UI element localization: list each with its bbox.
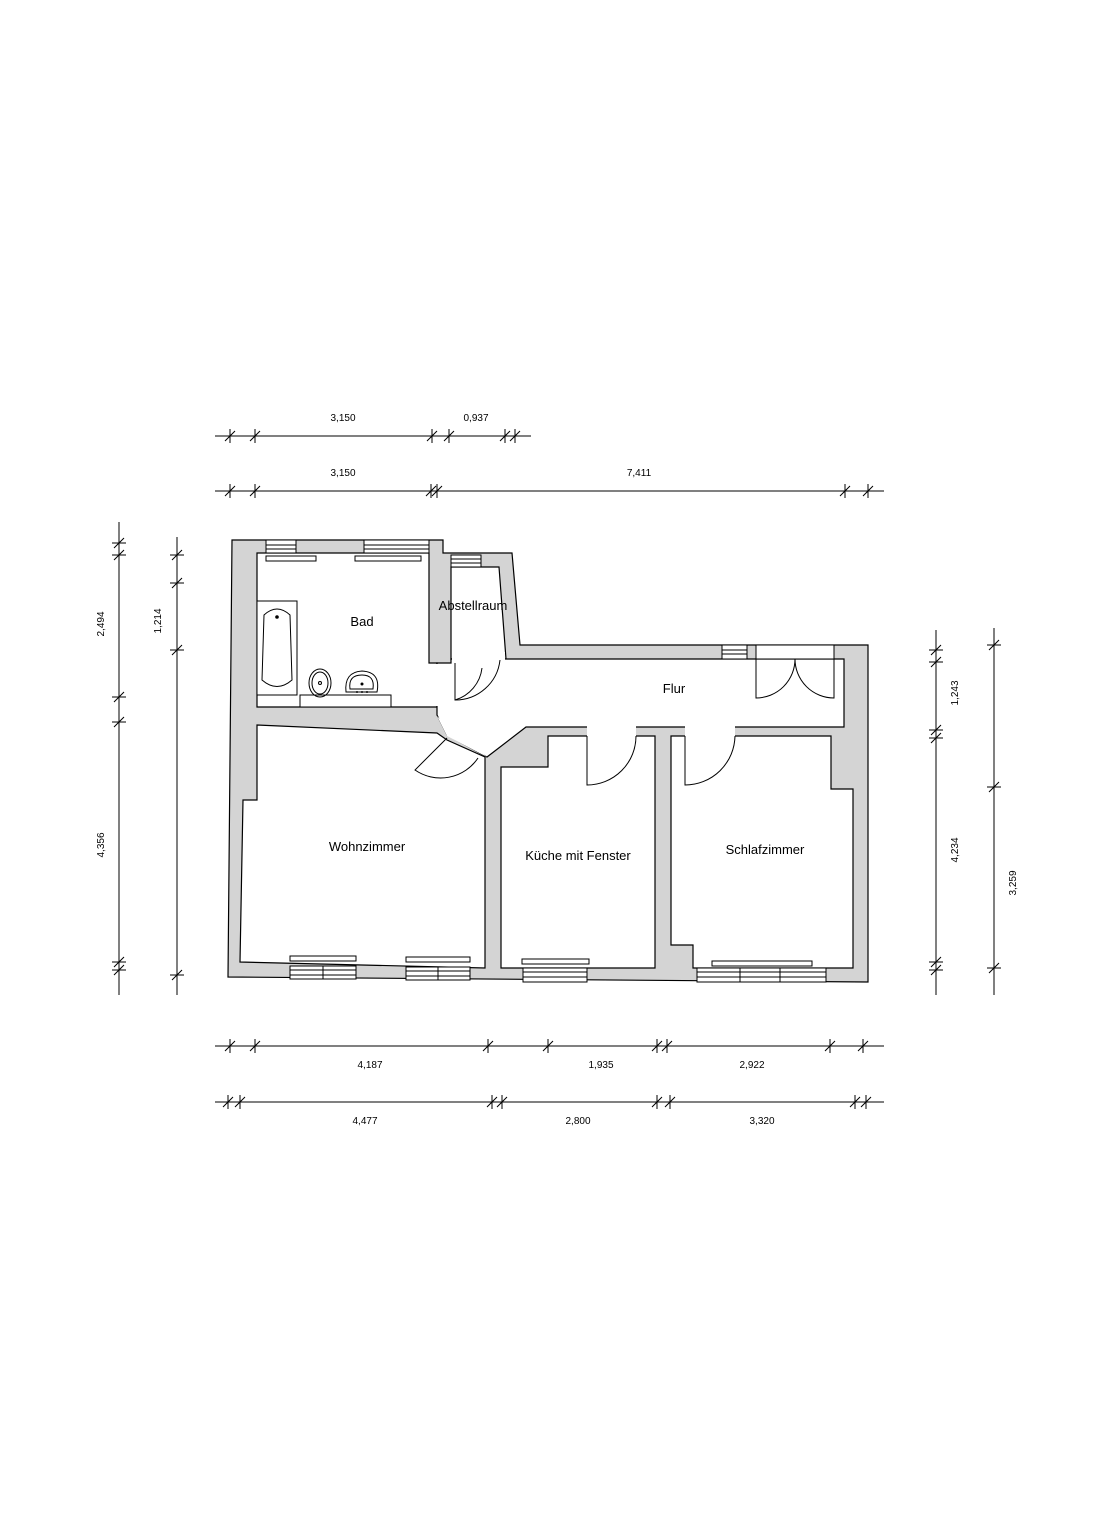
dimension-bottom-1: 4,187 1,935 2,922: [215, 1039, 884, 1071]
svg-text:2,494: 2,494: [96, 611, 107, 636]
dimension-right-outer: 3,259: [987, 628, 1019, 995]
bathtub-icon: [256, 600, 298, 696]
svg-text:2,800: 2,800: [565, 1116, 590, 1127]
label-bad: Bad: [350, 614, 373, 629]
door-kueche[interactable]: [586, 735, 637, 786]
sink-icon: [345, 670, 379, 693]
opening-bad: [431, 664, 443, 706]
dimension-left-outer: 2,494 4,356: [96, 522, 126, 995]
toilet-icon: [308, 668, 332, 698]
label-wohnzimmer: Wohnzimmer: [329, 839, 406, 854]
dimension-top-1: 3,150 0,937: [215, 413, 531, 443]
svg-text:3,150: 3,150: [330, 413, 355, 424]
counter: [299, 694, 392, 708]
windows: [265, 539, 827, 983]
svg-text:3,320: 3,320: [749, 1116, 774, 1127]
label-schlafzimmer: Schlafzimmer: [726, 842, 805, 857]
room-kueche: [500, 735, 656, 969]
label-kueche: Küche mit Fenster: [525, 848, 631, 863]
dimension-top-2: 3,150 7,411: [215, 468, 884, 498]
svg-text:3,259: 3,259: [1008, 870, 1019, 895]
svg-text:4,356: 4,356: [96, 832, 107, 857]
dimension-left-inner: 1,214: [153, 537, 184, 995]
svg-text:1,214: 1,214: [153, 608, 164, 633]
dimension-bottom-2: 4,477 2,800 3,320: [215, 1095, 884, 1127]
svg-text:4,477: 4,477: [352, 1116, 377, 1127]
svg-text:4,234: 4,234: [950, 837, 961, 862]
svg-text:2,922: 2,922: [739, 1060, 764, 1071]
svg-text:0,937: 0,937: [463, 413, 488, 424]
svg-text:7,411: 7,411: [627, 468, 652, 479]
label-abstellraum: Abstellraum: [439, 598, 508, 613]
door-double-flur[interactable]: [755, 644, 835, 699]
room-schlafzimmer: [670, 735, 854, 969]
door-schlafzimmer[interactable]: [684, 735, 736, 786]
label-flur: Flur: [663, 681, 686, 696]
svg-text:3,150: 3,150: [330, 468, 355, 479]
svg-text:1,243: 1,243: [950, 680, 961, 705]
opening-schlaf: [685, 726, 735, 738]
opening-kueche: [587, 726, 636, 738]
room-wohnzimmer: [239, 724, 486, 969]
door-abstellraum[interactable]: [454, 659, 501, 701]
room-abstellraum: [450, 566, 507, 660]
dimension-right-inner: 1,243 4,234: [929, 630, 961, 995]
svg-text:4,187: 4,187: [357, 1060, 382, 1071]
svg-text:1,935: 1,935: [588, 1060, 613, 1071]
opening-abstell: [452, 652, 505, 666]
door-wohnzimmer[interactable]: [414, 737, 479, 779]
